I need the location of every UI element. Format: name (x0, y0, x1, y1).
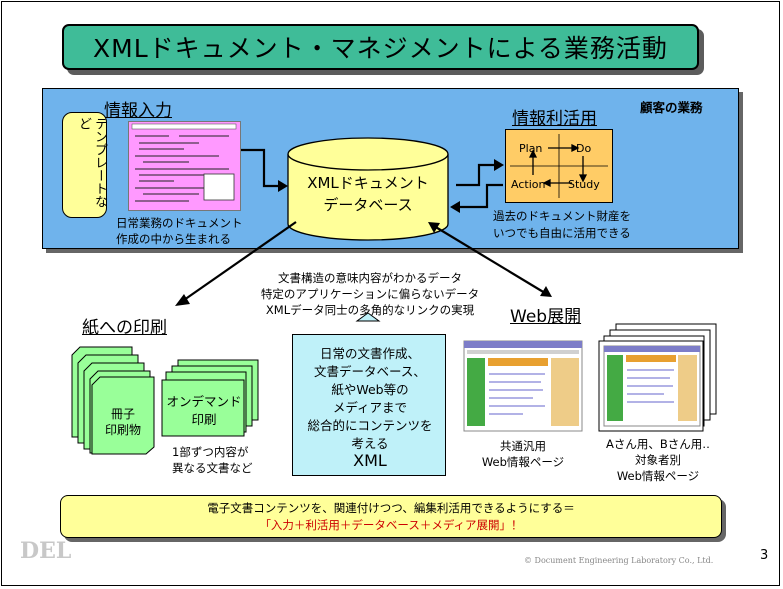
ondemand-caption-1: 1部ずつ内容が (172, 445, 249, 459)
web-target-caption-3: Web情報ページ (616, 469, 700, 483)
print-heading: 紙への印刷 (82, 318, 167, 338)
copyright-text: © Document Engineering Laboratory Co., L… (524, 556, 714, 565)
document-thumbnail (128, 121, 241, 211)
summary-line-2: 「入力＋利活用＋データベース＋メディア展開」！ (259, 518, 523, 532)
ondemand-label-2: 印刷 (191, 412, 217, 427)
pdca-do: Do (576, 142, 592, 155)
web-heading: Web展開 (510, 307, 582, 327)
xml-box-line-4: メディアまで (332, 400, 408, 415)
pdca-cycle-box: Plan Do Action Study (505, 129, 613, 203)
xml-box-line-1: 日常の文書作成、 (319, 346, 420, 361)
stack-label-2: 印刷物 (104, 423, 141, 437)
xml-box-line-7: XML (353, 451, 387, 470)
pdca-plan: Plan (519, 142, 543, 155)
web-target-caption-1: Aさん用、Bさん用‥ (606, 437, 710, 451)
page-number: 3 (760, 548, 769, 563)
template-bubble: テンプレートなど (62, 112, 107, 218)
summary-line-1: 電子文書コンテンツを、関連付けつつ、編集利活用できるようにする＝ (207, 501, 575, 515)
input-caption-2: 作成の中から生まれる (116, 232, 231, 246)
use-caption-1: 過去のドキュメント財産を (493, 209, 631, 223)
database-label-1: XMLドキュメント (307, 174, 429, 192)
company-logo: DEL (20, 538, 72, 564)
summary-box: 電子文書コンテンツを、関連付けつつ、編集利活用できるようにする＝ 「入力＋利活用… (60, 495, 722, 538)
document-lines-icon (131, 123, 237, 202)
database-label-2: データベース (323, 196, 413, 214)
pdca-study: Study (568, 178, 600, 191)
web-common-caption-2: Web情報ページ (481, 455, 565, 469)
ondemand-label-1: オンデマンド (166, 394, 242, 409)
callout-pointer (355, 312, 381, 322)
input-caption-1: 日常業務のドキュメント (116, 216, 243, 230)
web-target-caption-2: 対象者別 (635, 453, 681, 467)
input-to-db-arrow (241, 148, 280, 188)
web-pages-stack-icon (598, 323, 717, 432)
printed-matter-stack-icon (71, 346, 155, 455)
ondemand-caption-2: 異なる文書など (172, 461, 253, 475)
feature-3: XMLデータ同士の多角的なリンクの実現 (265, 303, 475, 317)
title-banner: XMLドキュメント・マネジメントによる業務活動 (62, 24, 699, 70)
use-to-db-arrow (459, 183, 503, 209)
input-heading: 情報入力 (104, 101, 172, 121)
xml-concept-box: 日常の文書作成、 文書データベース、 紙やWeb等の メディアまで 総合的にコン… (292, 334, 446, 476)
feature-1: 文書構造の意味内容がわかるデータ (278, 271, 462, 285)
pdca-cycle-arrows-icon (510, 134, 608, 198)
template-label: テンプレートなど (76, 117, 107, 208)
pdca-action: Action (511, 178, 546, 191)
db-to-use-arrow (456, 163, 497, 187)
web-page-screenshot-icon (463, 340, 583, 432)
db-to-print-arrow (183, 221, 297, 301)
feature-2: 特定のアプリケーションに偏らないデータ (260, 287, 480, 301)
xml-box-line-2: 文書データベース、 (314, 364, 426, 379)
web-common-caption-1: 共通汎用 (500, 439, 546, 453)
use-caption-2: いつでも自由に活用できる (493, 226, 631, 240)
slide-title: XMLドキュメント・マネジメントによる業務活動 (93, 34, 668, 63)
xml-box-line-3: 紙やWeb等の (331, 382, 409, 397)
use-heading: 情報利活用 (512, 109, 597, 129)
xml-box-line-5: 総合的にコンテンツを (307, 418, 433, 433)
xml-box-line-6: 考える (351, 436, 389, 451)
customer-work-label: 顧客の業務 (640, 100, 703, 115)
ondemand-print-icon (161, 359, 259, 437)
db-web-arrow (433, 225, 546, 294)
stack-label-1: 冊子 (110, 407, 135, 421)
database-cylinder-icon (287, 137, 449, 241)
